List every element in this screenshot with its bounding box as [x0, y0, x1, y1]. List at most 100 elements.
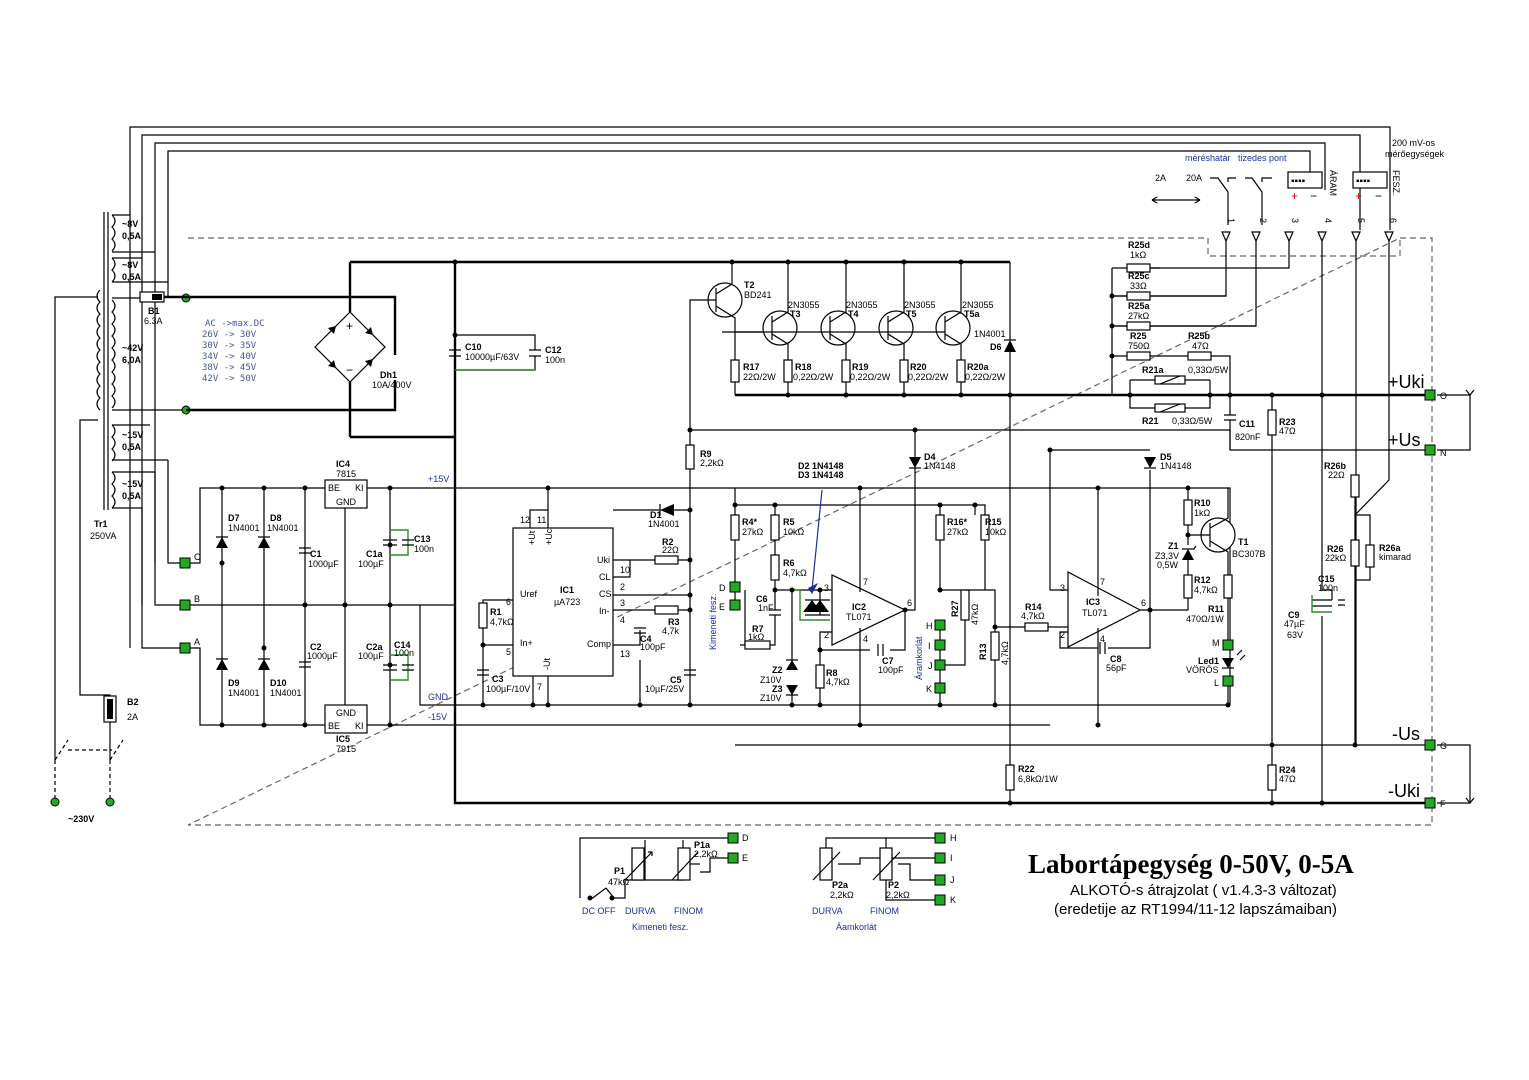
r26b-name: R26b: [1324, 461, 1347, 471]
pad-f: F: [1440, 799, 1446, 809]
ic2-pin2: 2: [824, 630, 829, 640]
ic2-pin4: 4: [863, 634, 868, 644]
r1-name: R1: [490, 607, 502, 617]
kimeneti-label: Kimeneti fesz.: [708, 593, 718, 650]
r20-value: 0,22Ω/2W: [908, 372, 949, 382]
r3-value: 4,7k: [662, 626, 680, 636]
t4-name: T4: [848, 309, 859, 319]
c5-value: 10µF/25V: [645, 684, 684, 694]
r8-value: 4,7kΩ: [826, 677, 850, 687]
z1-name: Z1: [1168, 541, 1179, 551]
ic2-name: IC2: [852, 602, 866, 612]
c13-value: 100n: [414, 544, 434, 554]
ac-note-5: 42V -> 50V: [202, 374, 257, 384]
c3-name: C3: [492, 674, 504, 684]
ic1-uc: +Uc: [544, 528, 554, 545]
c1a-name: C1a: [366, 549, 384, 559]
current-meter: [1287, 171, 1323, 189]
p1a-value: 2,2kΩ: [694, 849, 718, 859]
winding-3-a: 6,0A: [122, 355, 142, 365]
r10-value: 1kΩ: [1194, 508, 1211, 518]
out-plus-us: +Us: [1388, 430, 1421, 450]
aux-supply: [141, 460, 1050, 734]
ic5-type: 7915: [336, 744, 356, 754]
pot-pad-e: E: [742, 853, 748, 863]
c11-name: C11: [1239, 419, 1255, 429]
r21a-name: R21a: [1142, 365, 1165, 375]
c4-value: 100pF: [640, 642, 666, 652]
pad-i: I: [928, 641, 931, 651]
meter-title-1: 200 mV-os: [1392, 138, 1436, 148]
r10-name: R10: [1194, 498, 1211, 508]
z1-value: Z3,3V: [1155, 551, 1179, 561]
meter-aram: ÁRAM: [1328, 170, 1338, 196]
r25c-value: 33Ω: [1130, 281, 1147, 291]
r16-value: 27kΩ: [947, 527, 969, 537]
t4-type: 2N3055: [846, 300, 878, 310]
c12-name: C12: [545, 345, 562, 355]
led1-name: Led1: [1198, 656, 1219, 666]
r25c-name: R25c: [1128, 271, 1150, 281]
ic3-pin4: 4: [1100, 634, 1105, 644]
d8-name: D8: [270, 513, 282, 523]
r19-value: 0,22Ω/2W: [850, 372, 891, 382]
ic1-pin13: 13: [620, 649, 630, 659]
t5a-name: T5a: [964, 309, 981, 319]
r19-name: R19: [852, 362, 869, 372]
pad-d: D: [719, 583, 726, 593]
rail-plus15: +15V: [428, 474, 449, 484]
r17-name: R17: [743, 362, 760, 372]
r7-name: R7: [752, 624, 764, 634]
p2-durva: DURVA: [812, 906, 843, 916]
d10-type: 1N4001: [270, 688, 302, 698]
z3-value: Z10V: [760, 693, 782, 703]
meter-fesz: FESZ.: [1391, 170, 1401, 196]
ic5-name: IC5: [336, 734, 350, 744]
winding-1-v: ~8V: [122, 219, 138, 229]
r25-value: 750Ω: [1128, 341, 1150, 351]
c2a-value: 100µF: [358, 651, 384, 661]
fuse-b1-value: 6.3A: [144, 316, 163, 326]
c11-value: 820nF: [1235, 432, 1261, 442]
ic2-pin6: 6: [907, 598, 912, 608]
t5a-type: 2N3055: [962, 300, 994, 310]
bridge-ac-wires: [164, 295, 397, 412]
pot-pad-h: H: [950, 833, 957, 843]
d8-type: 1N4001: [267, 523, 299, 533]
pad-c: C: [194, 552, 201, 562]
r15-value: 10kΩ: [985, 527, 1007, 537]
c15-value: 100n: [1318, 583, 1338, 593]
ic2-type: TL071: [846, 612, 872, 622]
p2-name: P2: [888, 880, 899, 890]
ic1-pin2: 2: [620, 582, 625, 592]
d7-type: 1N4001: [228, 523, 260, 533]
ic3-pin3: 3: [1060, 583, 1065, 593]
c1-value: 1000µF: [308, 559, 339, 569]
r22-value: 6,8kΩ/1W: [1018, 774, 1058, 784]
c1-name: C1: [310, 549, 322, 559]
svg-text:−: −: [346, 363, 353, 377]
ic3-pin7: 7: [1100, 577, 1105, 587]
emitter-resistors: [730, 359, 966, 383]
ic1-name: IC1: [560, 585, 574, 595]
ac-note-3: 34V -> 40V: [202, 352, 257, 362]
r27-name: R27: [950, 600, 960, 617]
c14-name: C14: [394, 640, 411, 650]
ic3-type: TL071: [1082, 608, 1108, 618]
r20a-value: 0,22Ω/2W: [965, 372, 1006, 382]
ic4-ki: KI: [355, 483, 364, 493]
r26a-value: kimarad: [1379, 552, 1411, 562]
r24-name: R24: [1279, 765, 1296, 775]
svg-text:5: 5: [1356, 218, 1366, 223]
r15-name: R15: [985, 517, 1002, 527]
r6-value: 4,7kΩ: [783, 568, 807, 578]
d9-type: 1N4001: [228, 688, 260, 698]
range-arrow: [1151, 196, 1201, 204]
winding-4-v: ~15V: [122, 430, 143, 440]
r26-value: 22kΩ: [1325, 553, 1347, 563]
ic1-cs: CS: [599, 589, 612, 599]
r23-value: 47Ω: [1279, 426, 1296, 436]
c10-value: 10000µF/63V: [465, 352, 519, 362]
r4-value: 27kΩ: [742, 527, 764, 537]
transformer-name: Tr1: [94, 519, 108, 529]
